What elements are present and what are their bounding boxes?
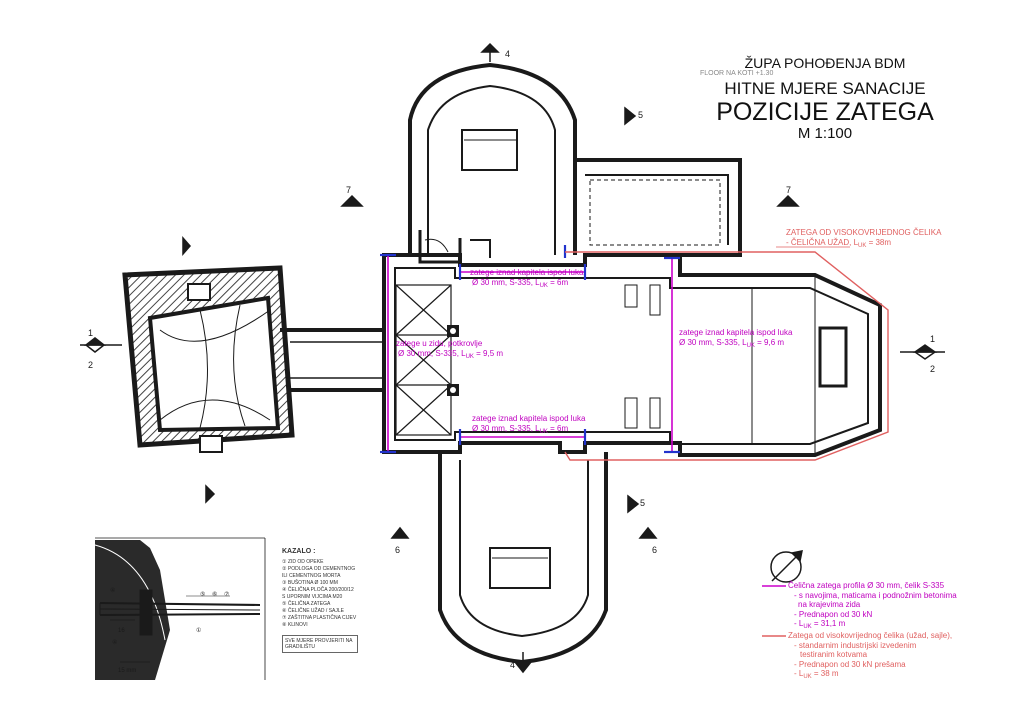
detail-key-item: ② PODLOGA OD CEMENTNOG <box>282 566 356 572</box>
section-numbers: 1 2 1 2 4 4 5 5 6 6 7 7 <box>88 49 935 670</box>
section-marker-7-left <box>340 194 364 207</box>
sacristy <box>575 158 742 257</box>
north-arrow-icon <box>770 550 803 583</box>
section-marker-3-bottom <box>205 484 216 504</box>
svg-text:⑦: ⑦ <box>224 591 229 598</box>
svg-text:1: 1 <box>88 328 93 338</box>
legend-swatches <box>762 585 786 637</box>
section-markers <box>80 42 945 674</box>
detail-key-item: ④ ČELIČNA PLOČA 200/200/12 <box>282 587 354 593</box>
drawing-subtitle: HITNE MJERE SANACIJE <box>724 79 926 98</box>
legend-cable-tie-4: - Prednapon od 30 kN prešama <box>794 659 906 669</box>
detail-key-note: SVE MJERE PROVJERITI NA GRADILIŠTU <box>282 635 358 653</box>
legend-cable-tie-2: - standarnim industrijski izvedenim <box>794 640 917 650</box>
detail-key-item: ③ BUŠOTINA Ø 100 MM <box>282 580 338 586</box>
section-marker-3-left <box>182 236 191 256</box>
drawing-scale: M 1:100 <box>797 125 853 142</box>
svg-text:7: 7 <box>346 185 351 195</box>
anchor-plates <box>380 245 680 454</box>
label-left-tie-line2: Ø 30 mm, S-335, LUK = 9,5 m <box>398 349 504 360</box>
label-right-tie-line1: zatege iznad kapitela ispod luka <box>679 328 793 337</box>
steel-cable-tie <box>564 251 889 461</box>
svg-text:7: 7 <box>786 185 791 195</box>
section-marker-5-bottom <box>627 494 640 514</box>
detail-key-item: S UPORNIM VIJCIMA M20 <box>282 594 343 600</box>
section-marker-4-bottom <box>513 652 533 674</box>
legend-steel-tie-1: Čelična zatega profila Ø 30 mm, čelik S-… <box>788 581 945 590</box>
legend-steel-tie-3: na krajevima zida <box>798 600 861 610</box>
drawing-title: POZICIJE ZATEGA <box>716 98 934 126</box>
label-left-tie: zatege u zidu, potkrovlje Ø 30 mm, S-335… <box>396 339 503 362</box>
svg-text:6: 6 <box>395 545 400 555</box>
section-marker-4-top <box>480 42 500 62</box>
detail-key-item: ILI CEMENTNOG MORTA <box>282 573 341 579</box>
section-marker-7-right <box>776 194 800 207</box>
svg-text:2: 2 <box>88 360 93 370</box>
svg-text:⑥: ⑥ <box>212 591 217 598</box>
detail-key-item: ⑧ KLINOVI <box>282 622 308 628</box>
svg-text:④: ④ <box>110 587 115 594</box>
label-right-tie: zatege iznad kapitela ispod luka Ø 30 mm… <box>679 328 792 351</box>
legend-steel-tie-5: - LUK = 31,1 m <box>794 619 846 631</box>
nave-bay <box>395 284 452 436</box>
legend-cable-tie-1: Zatega od visokovrijednog čelika (užad, … <box>788 631 953 640</box>
section-marker-1-left <box>80 337 122 353</box>
columns <box>447 284 661 429</box>
label-bottom-tie-line2: Ø 30 mm, S-335, LUK = 6m <box>472 424 569 435</box>
north-chapel <box>408 62 577 255</box>
svg-text:4: 4 <box>510 660 515 670</box>
detail-key-item: ⑥ ČELIČNE UŽAD / SAJLE <box>282 608 344 614</box>
section-marker-6-left <box>390 526 410 539</box>
svg-text:6: 6 <box>652 545 657 555</box>
label-bottom-tie-line1: zatege iznad kapitela ispod luka <box>472 414 586 423</box>
section-marker-1-right <box>900 344 945 360</box>
label-top-tie-line2: Ø 30 mm, S-335, LUK = 6m <box>472 278 569 289</box>
label-cable-tie: ZATEGA OD VISOKOVRIJEDNOG ČELIKA - ČELIČ… <box>786 228 941 251</box>
legend-steel-tie: Čelična zatega profila Ø 30 mm, čelik S-… <box>788 581 957 633</box>
detail-key-item: ⑤ ČELIČNA ZATEGA <box>282 601 331 607</box>
west-tower <box>122 265 386 453</box>
faint-level-note: FLOOR NA KOTI +1.30 <box>700 70 774 77</box>
svg-text:15 mm: 15 mm <box>118 668 136 674</box>
svg-text:5: 5 <box>640 498 645 508</box>
legend-steel-tie-2: - s navojima, maticama i podnožnim beton… <box>794 590 957 600</box>
svg-text:①: ① <box>196 627 201 634</box>
north-entry <box>418 230 491 264</box>
altar <box>818 326 848 388</box>
label-bottom-tie: zatege iznad kapitela ispod luka Ø 30 mm… <box>472 414 585 437</box>
legend-steel-tie-4: - Prednapon od 30 kN <box>794 609 873 619</box>
svg-text:⑤: ⑤ <box>200 591 205 598</box>
label-right-tie-line2: Ø 30 mm, S-335, LUK = 9,6 m <box>679 338 785 349</box>
svg-text:4: 4 <box>505 49 510 59</box>
nave-walls <box>382 253 882 457</box>
svg-text:2: 2 <box>930 364 935 374</box>
svg-text:5: 5 <box>638 110 643 120</box>
label-top-tie: zatege iznad kapitela ispod luka Ø 30 mm… <box>470 268 583 291</box>
svg-text:16: 16 <box>118 628 125 634</box>
label-cable-tie-line2: - ČELIČNA UŽAD, LUK = 38m <box>786 238 892 249</box>
detail-key-item: ⑦ ZAŠTITNA PLASTIČNA CIJEV <box>282 615 357 621</box>
svg-text:④: ④ <box>112 639 117 646</box>
label-left-tie-line1: zatege u zidu, potkrovlje <box>396 339 483 348</box>
south-chapel <box>438 452 608 665</box>
legend-cable-tie-3: testiranim kotvama <box>800 650 868 660</box>
steel-tie-rods <box>387 255 673 452</box>
detail-key: KAZALO : ① ZID OD OPEKE ② PODLOGA OD CEM… <box>282 548 358 653</box>
svg-text:1: 1 <box>930 334 935 344</box>
detail-key-item: ① ZID OD OPEKE <box>282 559 324 565</box>
label-cable-tie-line1: ZATEGA OD VISOKOVRIJEDNOG ČELIKA <box>786 228 942 237</box>
detail-key-heading: KAZALO : <box>282 548 316 555</box>
legend-cable-tie: Zatega od visokovrijednog čelika (užad, … <box>788 631 952 683</box>
label-top-tie-line1: zatege iznad kapitela ispod luka <box>470 268 584 277</box>
section-marker-5-top <box>624 106 637 126</box>
section-marker-6-right <box>638 526 658 539</box>
project-title: ŽUPA POHOĐENJA BDM <box>744 55 906 71</box>
legend-cable-tie-5: - LUK = 38 m <box>794 669 839 681</box>
anchor-detail <box>94 537 266 680</box>
